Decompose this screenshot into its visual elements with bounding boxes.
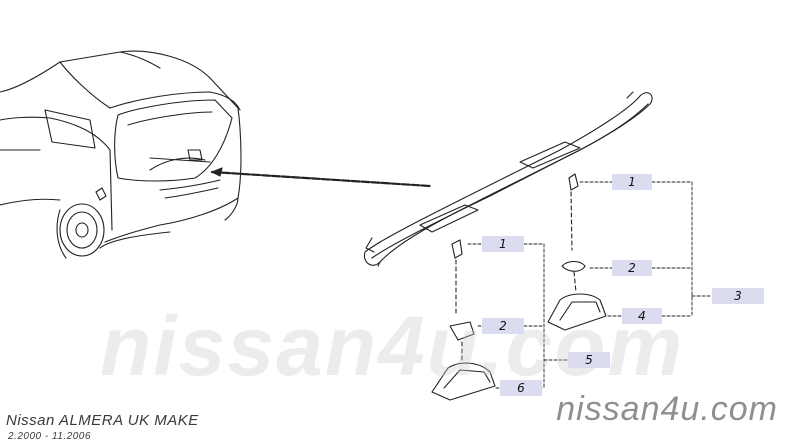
callout-2-left: 2 (482, 318, 524, 334)
watermark-logo: nissan4u.com (556, 390, 778, 428)
model-title: Nissan ALMERA UK MAKE (6, 412, 199, 429)
callout-2-right: 2 (612, 260, 652, 276)
tailgate-garnish (363, 91, 653, 267)
callout-5: 5 (568, 352, 610, 368)
left-lamp-assembly (431, 239, 496, 401)
callout-3: 3 (712, 288, 764, 304)
callout-1-right: 1 (612, 174, 652, 190)
callout-brackets (467, 181, 713, 389)
callout-1-left: 1 (482, 236, 524, 252)
car-illustration (0, 50, 242, 259)
production-dates: 2.2000 - 11.2006 (8, 431, 91, 442)
right-lamp-assembly (547, 173, 607, 331)
callout-6: 6 (500, 380, 542, 396)
leader-line (210, 170, 432, 188)
watermark-large: nissan4u.com (100, 299, 685, 393)
callout-4: 4 (622, 308, 662, 324)
